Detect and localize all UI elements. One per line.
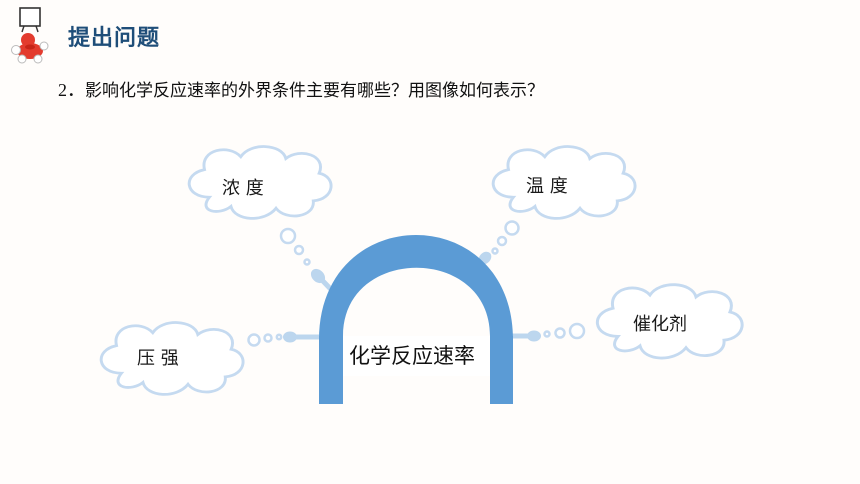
presenter-board-icon: [8, 6, 52, 64]
cloud-temperature: [491, 145, 637, 220]
center-topic: 化学反应速率: [349, 344, 475, 368]
bubbles-pressure: [247, 333, 283, 347]
center-arch: [319, 235, 513, 404]
center-band: [326, 336, 498, 376]
factor-temperature: 温 度: [526, 176, 568, 197]
factor-pressure: 压 强: [137, 348, 179, 369]
question-body: 影响化学反应速率的外界条件主要有哪些？用图像如何表示？: [85, 81, 544, 101]
factor-concentration: 浓 度: [222, 178, 264, 199]
question-number: 2．: [58, 80, 85, 100]
bubbles-temperature: [491, 220, 520, 255]
cloud-pressure: [99, 321, 245, 396]
bubbles-concentration: [279, 227, 311, 266]
cloud-concentration: [187, 145, 333, 220]
page-title: 提出问题: [68, 26, 161, 51]
cloud-catalyst: [595, 283, 744, 360]
question-text: 2．影响化学反应速率的外界条件主要有哪些？用图像如何表示？: [58, 76, 544, 102]
factor-catalyst: 催化剂: [633, 314, 687, 335]
bubbles-catalyst: [543, 322, 586, 340]
